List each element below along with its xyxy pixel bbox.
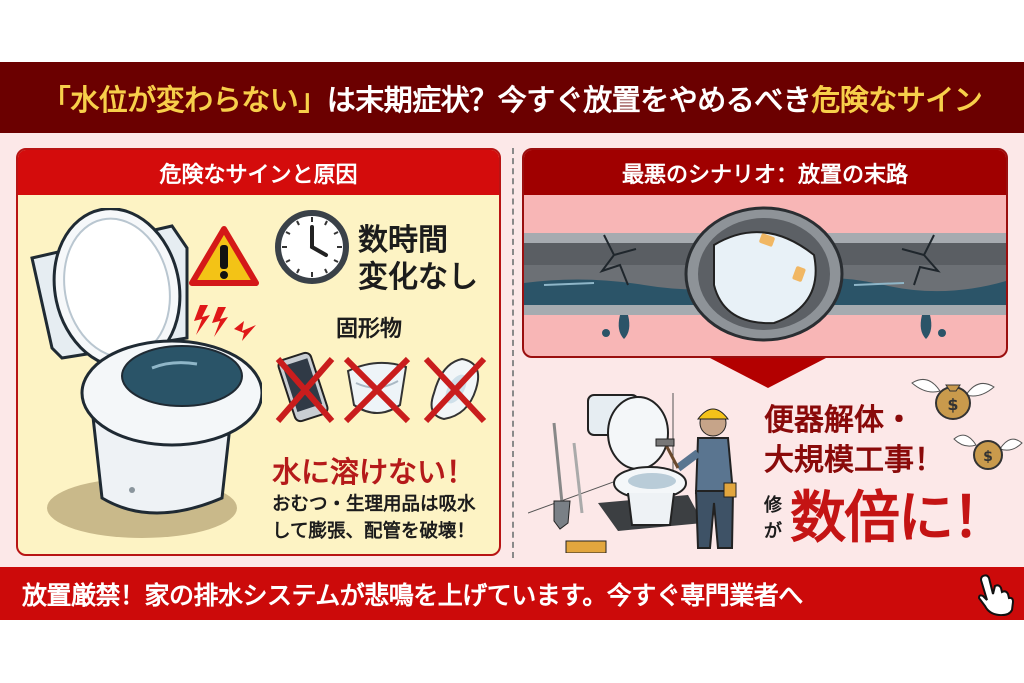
title-main-text: は末期症状？今すぐ放置をやめるべき — [326, 82, 812, 117]
cost-big-text: 数倍に！ — [790, 486, 1008, 551]
title-highlight-quote: 「水位が変わらない」 — [41, 82, 328, 117]
diaper-crossed-icon — [343, 356, 411, 424]
clogged-pipe-icon — [524, 206, 1006, 342]
title-bar: 「水位が変わらない」 は末期症状？今すぐ放置をやめるべき 危険なサイン — [0, 62, 1024, 133]
cost-small-char2: が — [764, 521, 782, 542]
lightning-icon — [194, 305, 256, 341]
sanitary-pad-crossed-icon — [423, 356, 487, 424]
worst-scenario-heading: 最悪のシナリオ：放置の末路 — [524, 150, 1006, 195]
flying-money-bag-icon: $ — [911, 378, 995, 420]
pointing-hand-icon — [977, 574, 1015, 616]
explanation-line2: して膨張、配管を破壊！ — [272, 521, 475, 542]
smartphone-crossed-icon — [275, 351, 335, 423]
repair-line2: 大規模工事！ — [764, 443, 944, 478]
explanation-line1: おむつ・生理用品は吸水 — [272, 494, 476, 515]
cost-small-char1: 修 — [764, 495, 782, 516]
plumber-repair-icon — [528, 393, 737, 553]
down-arrow-icon — [710, 358, 826, 388]
flying-money-bag-icon: $ — [953, 434, 1023, 470]
repair-line1: 便器解体・ — [764, 403, 914, 438]
bottom-cta-text: 放置厳禁！家の排水システムが悲鳴を上げています。今すぐ専門業者へ — [22, 580, 803, 610]
title-highlight-danger: 危険なサイン — [811, 82, 983, 117]
solids-label: 固形物 — [336, 317, 403, 342]
danger-signs-heading: 危険なサインと原因 — [18, 150, 499, 195]
clock-text-line1: 数時間 — [358, 223, 448, 258]
svg-text:$: $ — [983, 449, 993, 465]
clock-text-line2: 変化なし — [358, 260, 478, 295]
toilet-icon — [30, 208, 262, 538]
infographic-body: 危険なサインと原因 — [0, 133, 1024, 567]
clock-icon — [275, 210, 349, 284]
warning-triangle-icon — [189, 226, 259, 286]
bottom-cta-banner[interactable]: 放置厳禁！家の排水システムが悲鳴を上げています。今すぐ専門業者へ — [0, 567, 1024, 620]
warning-headline: 水に溶けない！ — [272, 455, 476, 489]
svg-text:$: $ — [947, 395, 958, 414]
panel-divider — [512, 148, 514, 558]
